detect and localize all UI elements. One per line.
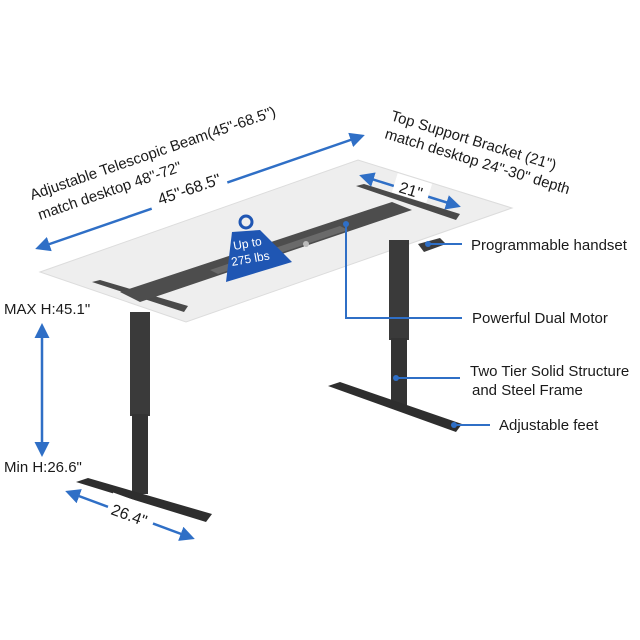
badge-line2: 275 lbs <box>230 248 271 269</box>
right-leg-upper <box>389 240 409 340</box>
beam-annotation-line1: Adjustable Telescopic Beam(45"-68.5") <box>28 103 278 203</box>
left-leg-upper <box>130 312 150 416</box>
structure-leader-dot <box>393 375 399 381</box>
right-foot <box>328 382 462 432</box>
motor-label: Powerful Dual Motor <box>472 310 608 327</box>
handset-label: Programmable handset <box>471 237 628 254</box>
motor-leader <box>345 224 462 319</box>
beam-dimension-gap <box>148 173 232 221</box>
structure-label-line2: and Steel Frame <box>472 382 583 399</box>
max-height-label: MAX H:45.1" <box>4 301 90 318</box>
bracket-dimension-label: 21" <box>397 180 424 203</box>
feet-label: Adjustable feet <box>499 417 599 434</box>
handset-leader-dot <box>425 241 431 247</box>
bracket-dimension-gap <box>391 173 433 203</box>
right-leg-lower <box>391 338 407 406</box>
structure-label-line1: Two Tier Solid Structure <box>470 363 629 380</box>
motor-leader-dot <box>343 221 349 227</box>
beam-hole <box>303 241 309 247</box>
min-height-label: Min H:26.6" <box>4 459 82 476</box>
left-leg-lower <box>132 414 148 494</box>
feet-dimension-gap <box>105 492 159 530</box>
feet-leader-dot <box>451 422 457 428</box>
